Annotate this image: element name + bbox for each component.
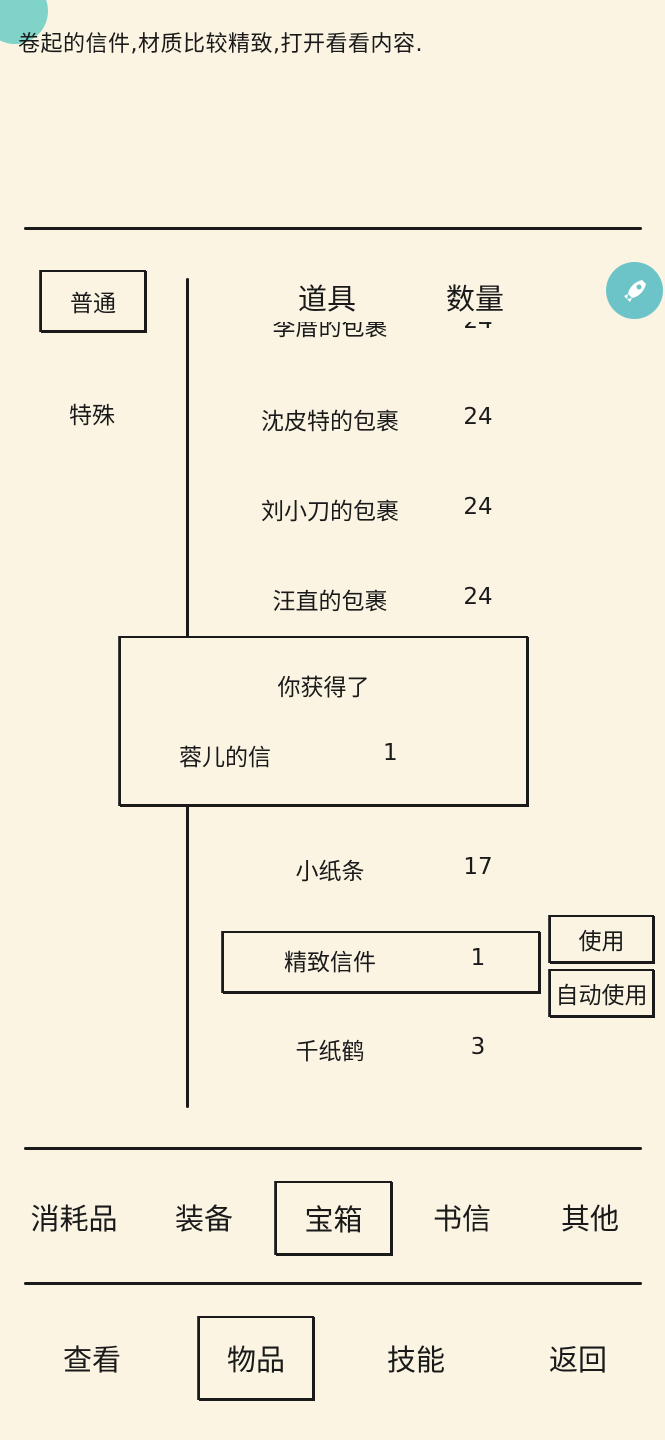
rocket-button[interactable]	[606, 262, 663, 319]
tab-equipment[interactable]: 装备	[174, 1202, 233, 1236]
list-item-name: 精致信件	[284, 950, 376, 976]
list-item-count: 24	[448, 322, 508, 334]
list-item[interactable]: 汪直的包裹 24	[192, 582, 552, 616]
list-item-selected[interactable]: 精致信件 1	[222, 931, 540, 993]
list-item-name: 千纸鹤	[295, 1039, 365, 1065]
list-item-count: 17	[463, 854, 493, 880]
column-header-item: 道具	[298, 282, 357, 316]
subtab-normal[interactable]: 普通	[40, 270, 146, 332]
nav-view[interactable]: 查看	[62, 1343, 121, 1377]
use-button-label: 使用	[578, 929, 625, 955]
subtab-special[interactable]: 特殊	[69, 403, 115, 429]
list-item-count: 24	[463, 584, 493, 610]
tab-treasure-chest-label: 宝箱	[304, 1203, 363, 1237]
list-item[interactable]: 刘小刀的包裹 24	[192, 492, 552, 526]
list-item-name: 汪直的包裹	[272, 589, 388, 615]
tab-others[interactable]: 其他	[560, 1202, 619, 1236]
tab-letters[interactable]: 书信	[432, 1202, 491, 1236]
nav-items[interactable]: 物品	[198, 1316, 314, 1400]
list-item-name: 小纸条	[295, 859, 365, 885]
rocket-icon	[623, 279, 646, 302]
nav-back[interactable]: 返回	[548, 1343, 607, 1377]
auto-use-button-label: 自动使用	[555, 983, 648, 1009]
nav-items-label: 物品	[226, 1343, 285, 1377]
tab-treasure-chest[interactable]: 宝箱	[275, 1181, 392, 1255]
tab-consumables[interactable]: 消耗品	[30, 1202, 118, 1236]
list-item[interactable]: 千纸鹤 3	[192, 1032, 552, 1066]
list-item-count: 3	[470, 1034, 486, 1060]
list-item-count: 24	[463, 404, 493, 430]
use-button[interactable]: 使用	[549, 915, 654, 963]
popup-item-name: 蓉儿的信	[179, 745, 271, 771]
list-item-name: 沈皮特的包裹	[261, 409, 399, 435]
popup-title: 你获得了	[277, 675, 370, 701]
list-item-count: 1	[470, 945, 486, 971]
reward-popup[interactable]: 你获得了 蓉儿的信 1	[119, 636, 528, 806]
list-item-name: 刘小刀的包裹	[261, 499, 399, 525]
popup-item-count: 1	[383, 740, 398, 766]
middle-divider	[24, 1147, 642, 1150]
list-item-name: 李厝的包裹	[272, 322, 388, 341]
subtab-normal-label: 普通	[70, 291, 116, 317]
bottom-divider	[24, 1282, 642, 1285]
list-item[interactable]: 李厝的包裹 24	[192, 322, 552, 346]
nav-skills[interactable]: 技能	[386, 1343, 445, 1377]
auto-use-button[interactable]: 自动使用	[549, 969, 654, 1017]
list-item[interactable]: 小纸条 17	[192, 852, 552, 886]
top-divider	[24, 227, 642, 230]
list-item[interactable]: 沈皮特的包裹 24	[192, 402, 552, 436]
column-header-count: 数量	[446, 282, 505, 316]
list-item-count: 24	[463, 494, 493, 520]
item-description: 卷起的信件,材质比较精致,打开看看内容.	[18, 32, 423, 57]
